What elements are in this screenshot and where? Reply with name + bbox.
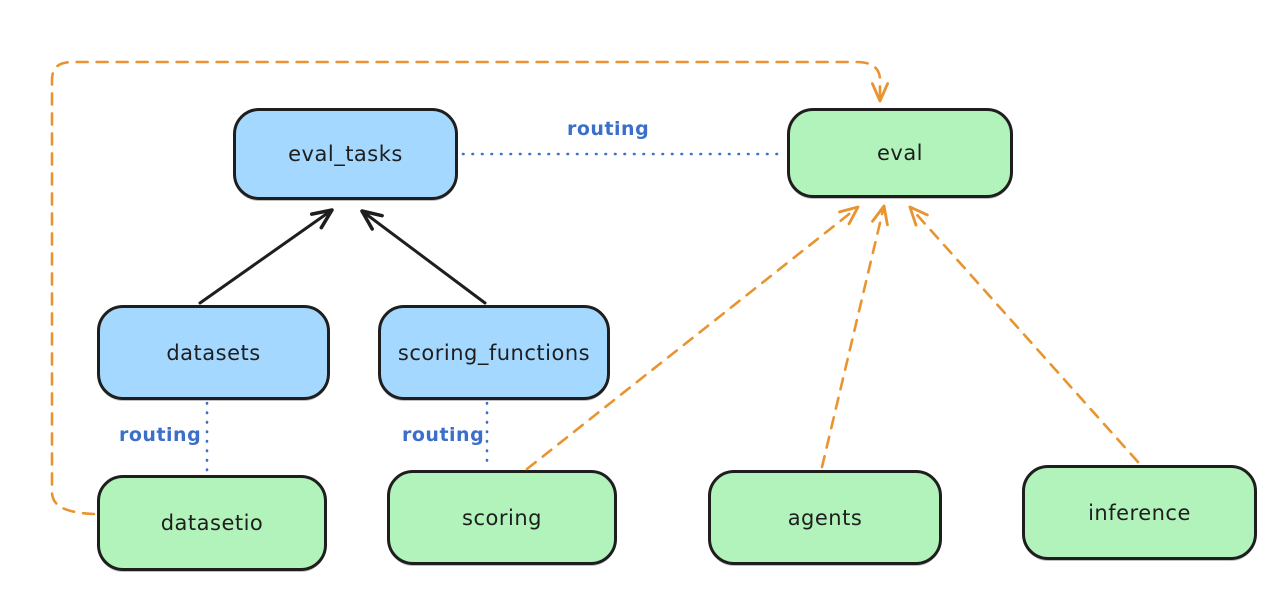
edge-datasetio-to-eval: [50, 60, 890, 516]
edge-datasets-to-eval_tasks: [198, 208, 334, 305]
edge-agents-to-eval: [820, 204, 889, 469]
node-scoring: scoring: [387, 470, 617, 565]
node-scoring-functions: scoring_functions: [378, 305, 610, 400]
routing-label-scoring-functions-scoring: routing: [402, 424, 485, 446]
routing-label-datasets-datasetio: routing: [119, 424, 202, 446]
edge-inference-to-eval: [908, 205, 1140, 464]
node-eval-tasks-label: eval_tasks: [288, 142, 403, 166]
node-datasetio-label: datasetio: [160, 511, 264, 535]
node-datasets: datasets: [97, 305, 330, 400]
node-eval-tasks: eval_tasks: [233, 108, 458, 200]
node-scoring-label: scoring: [462, 505, 542, 530]
node-eval: eval: [787, 108, 1013, 198]
edge-scoring_functions-to-eval_tasks: [360, 209, 487, 305]
node-inference: inference: [1022, 465, 1257, 560]
node-datasets-label: datasets: [166, 340, 261, 365]
node-datasetio: datasetio: [97, 475, 327, 571]
node-agents-label: agents: [787, 505, 863, 530]
node-inference-label: inference: [1088, 500, 1191, 525]
node-agents: agents: [708, 470, 942, 565]
node-scoring-functions-label: scoring_functions: [397, 340, 591, 365]
node-eval-label: eval: [876, 141, 924, 165]
routing-label-eval-tasks-eval: routing: [567, 118, 650, 140]
